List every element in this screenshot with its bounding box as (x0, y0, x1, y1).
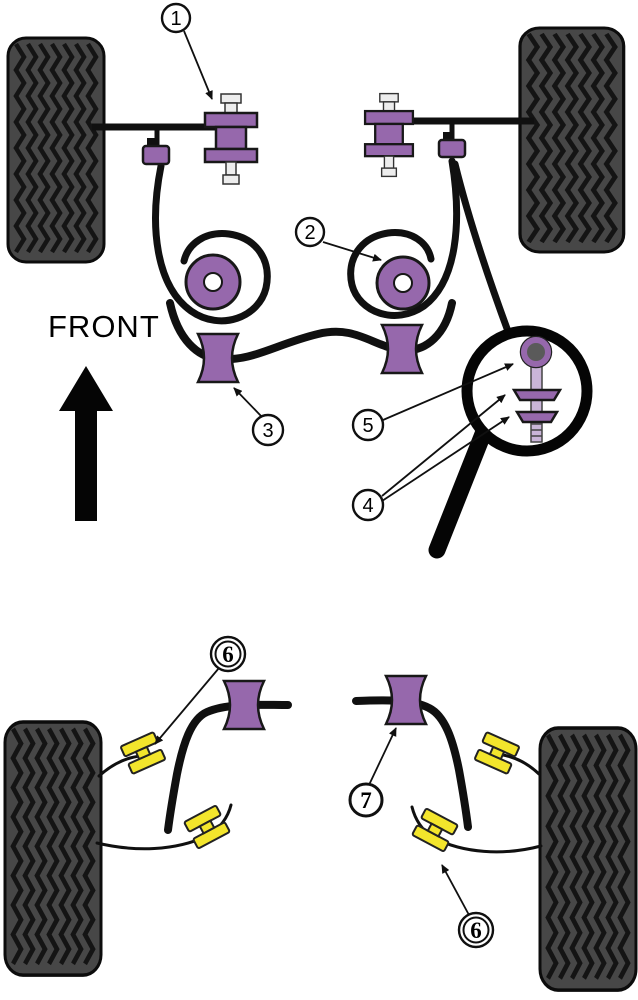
tire-front-left (8, 38, 104, 262)
arb-bush-front-left (196, 332, 240, 384)
callout-5-leader (382, 363, 514, 421)
callout-5: 5 (351, 408, 385, 442)
callout-1-number: 1 (170, 8, 181, 30)
magnifier-pointer-line (451, 160, 513, 338)
bush-tab-right (443, 132, 451, 140)
callout-7-leader (368, 727, 397, 786)
callout-7-number: 7 (360, 788, 372, 813)
callout-2-number: 2 (304, 222, 315, 244)
callout-6-top-number: 6 (222, 642, 234, 667)
magnifier-handle (428, 425, 492, 559)
small-bush-right (437, 138, 467, 159)
round-bush-right (375, 255, 431, 311)
bush-ring-outline (519, 335, 553, 369)
tire-front-right (520, 28, 624, 252)
top-mount-left (203, 92, 259, 186)
callout-3-number: 3 (262, 420, 273, 442)
small-bush-left (141, 144, 171, 166)
callout-2: 2 (294, 216, 326, 248)
callout-1-leader (183, 30, 213, 100)
callout-6-bottom-leader (441, 864, 470, 916)
washer-bush-upper (511, 388, 563, 402)
magnified-bolt-assembly (511, 335, 563, 443)
callout-4-leader-a (381, 394, 506, 497)
arb-bush-front-right (380, 323, 424, 375)
callout-2-leader (322, 241, 382, 262)
callout-4-number: 4 (362, 495, 373, 517)
callout-6-top-leader (154, 667, 220, 745)
callout-6-bottom: 6 (457, 911, 495, 949)
arb-bush-rear-right (384, 674, 428, 726)
callout-3: 3 (251, 413, 285, 447)
washer-bush-lower (514, 410, 560, 424)
tire-rear-right (540, 728, 636, 990)
callout-5-number: 5 (362, 415, 373, 437)
top-mount-right (363, 92, 415, 178)
front-label: FRONT (48, 309, 160, 344)
round-bush-left (184, 253, 242, 311)
callout-6-top: 6 (209, 635, 247, 673)
arb-bush-rear-left (222, 679, 266, 731)
callout-1: 1 (160, 2, 192, 34)
callout-3-leader (233, 387, 263, 418)
bolt-threads (531, 423, 542, 437)
callout-6-bottom-number: 6 (470, 918, 482, 943)
control-arm-loop-left (152, 162, 271, 325)
callout-4: 4 (351, 488, 385, 522)
control-arm-loop-right (347, 157, 461, 319)
yellow-bush-right-upper (473, 730, 521, 776)
top-bush-ring (521, 337, 551, 367)
bush-tab-left (147, 138, 155, 146)
front-anti-roll-bar (166, 299, 456, 364)
callout-4-leader-b (381, 416, 510, 502)
tire-rear-left (5, 722, 101, 975)
magnifier (428, 325, 593, 559)
callout-7: 7 (348, 782, 384, 818)
front-direction-arrow (59, 366, 113, 521)
